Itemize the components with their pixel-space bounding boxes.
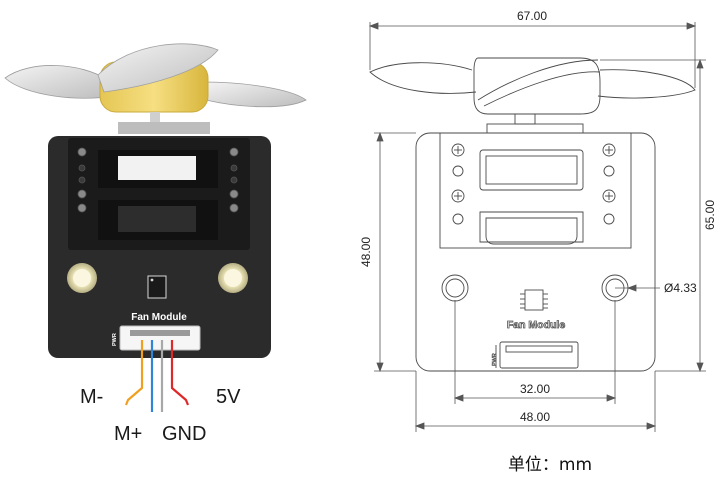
motor-shaft	[150, 112, 160, 126]
technical-drawing	[368, 22, 706, 432]
driver-chip-dot	[150, 278, 154, 282]
product-photo: Fan Module PWR M- M+ GND 5V	[4, 43, 307, 445]
drawing-screws	[451, 143, 616, 225]
drawing-pcb-label: Fan Module	[507, 319, 565, 331]
drawing-text: Fan Module PWR 67.00 65.00 48.00 32.00 4…	[359, 9, 717, 475]
drawing-hub-blade	[477, 59, 599, 101]
dim-hole-spacing: 32.00	[520, 382, 550, 396]
drawing-chip-pins	[520, 293, 548, 309]
pin-label: PWR	[112, 333, 118, 346]
mount-screws	[77, 147, 239, 213]
drawing-bracket	[486, 123, 584, 134]
fan-blade-right	[204, 81, 307, 108]
drawing-fan-blade-right	[597, 69, 696, 99]
drawing-slot-bottom-inner	[485, 217, 578, 245]
drawing-slot-bottom	[479, 211, 584, 243]
label-m-plus: M+	[114, 423, 142, 445]
fan-blade-front	[97, 43, 219, 93]
mount-slot-top-inner	[118, 156, 196, 180]
motor-bracket	[118, 122, 210, 134]
pcb-label: Fan Module	[131, 312, 187, 323]
drawing-board	[415, 132, 656, 372]
drawing-fan-blade-left	[369, 62, 477, 94]
drawing-hole-left-inner	[445, 278, 465, 298]
driver-chip	[147, 275, 167, 299]
dim-fan-width: 67.00	[517, 9, 547, 23]
fan-blade-left	[4, 65, 113, 99]
unit-label: 单位：mm	[508, 455, 592, 475]
label-m-minus: M-	[80, 386, 103, 408]
drawing-hub-blade-2	[483, 71, 601, 107]
drawing-shaft	[514, 113, 536, 125]
drawing-pin-label: PWR	[492, 353, 498, 366]
connector	[119, 325, 201, 351]
drawing-chip	[524, 289, 544, 311]
label-gnd: GND	[162, 423, 206, 445]
connector-pins	[130, 330, 190, 336]
mounting-hole-right-inner	[224, 269, 242, 287]
dimension-lines	[368, 22, 706, 432]
drawing-motor	[473, 57, 601, 115]
drawing-slot-top-inner	[485, 155, 578, 185]
dim-hole-diameter: Ø4.33	[664, 281, 697, 295]
dim-board-width: 48.00	[520, 410, 550, 424]
drawing-connector	[499, 341, 579, 369]
drawing-connector-inner	[505, 345, 573, 353]
label-5v: 5V	[216, 386, 241, 408]
drawing-slot-top	[479, 149, 584, 191]
dim-total-height: 65.00	[703, 200, 717, 230]
wires	[124, 340, 190, 412]
wire-5v	[170, 340, 190, 406]
dim-board-height: 48.00	[359, 237, 373, 267]
mounting-hole-left-inner	[73, 269, 91, 287]
drawing-mount	[439, 132, 632, 249]
mount-slot-bottom-inner	[118, 206, 196, 232]
wire-m-minus	[124, 340, 144, 406]
